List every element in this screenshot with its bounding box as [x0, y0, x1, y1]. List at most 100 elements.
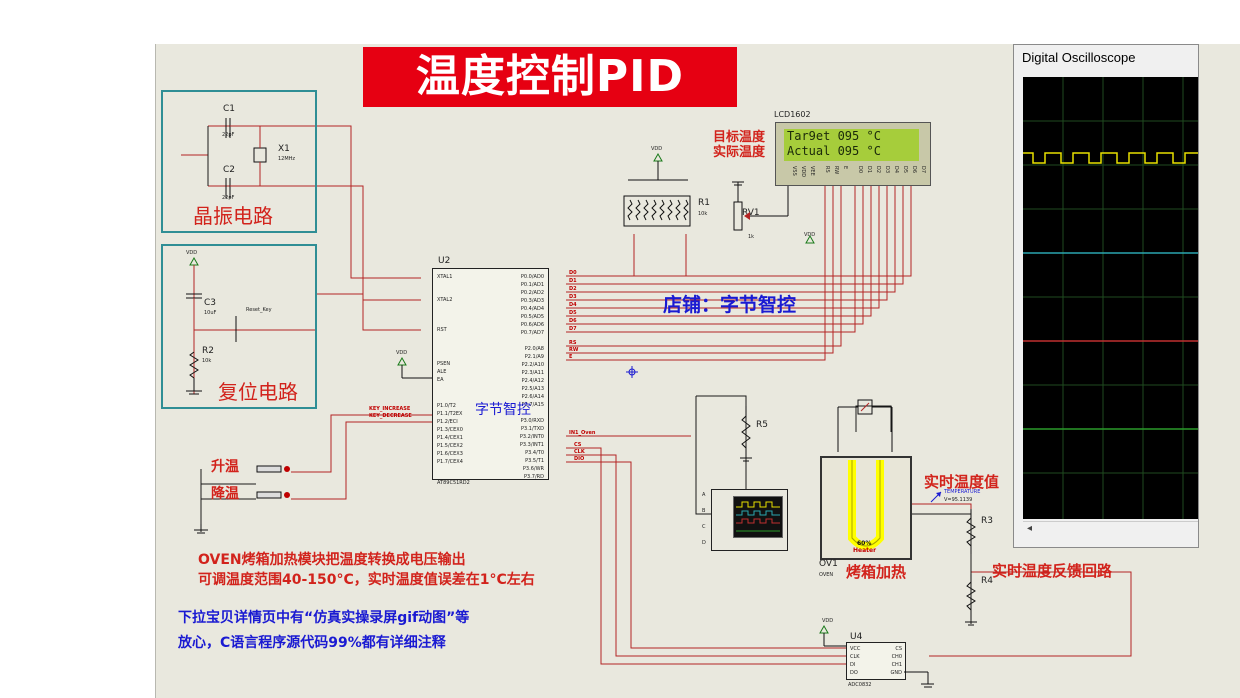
u2-pin: P1.3/CEX0	[437, 427, 463, 433]
reset-key-label: Reset_Key	[246, 307, 272, 313]
u2-pin: P2.4/A12	[521, 378, 544, 384]
u2-pin: P0.2/AD2	[520, 290, 544, 296]
vdd-rv1: VDD	[804, 232, 816, 238]
temperature-reading: V=95.1139	[944, 497, 973, 503]
u2-pin: P0.7/AD7	[520, 330, 544, 336]
c2-value: 22pF	[222, 195, 235, 201]
adc-pin: DI	[850, 662, 856, 668]
u2-pin: ALE	[437, 369, 447, 375]
oscilloscope-window[interactable]: Digital Oscilloscope ◂	[1013, 44, 1199, 548]
vdd-u4-symbol	[819, 624, 848, 647]
temperature-probe-label: TEMPERATURE	[944, 489, 981, 495]
key-decrease-button[interactable]	[256, 491, 282, 499]
key-increase-net: KEY_INCREASE	[369, 406, 411, 412]
lcd-pin: RW	[833, 166, 839, 175]
lcd-pin: RS	[824, 166, 830, 173]
u2-part: AT89C51RD2	[437, 480, 470, 486]
u2-pin: P1.0/T2	[437, 403, 456, 409]
realtime-feedback-label: 实时温度反馈回路	[992, 562, 1113, 580]
u2-pin: P0.0/AD0	[520, 274, 544, 280]
oscilloscope-title: Digital Oscilloscope	[1022, 50, 1136, 65]
ov1-part: OVEN	[819, 572, 834, 578]
u2-pin: P2.2/A10	[521, 362, 544, 368]
oscilloscope-traces	[1023, 77, 1198, 519]
reset-components	[186, 256, 237, 395]
lcd-pin: VEE	[809, 166, 815, 176]
u2-pin: RST	[437, 327, 447, 333]
u2-pin: P1.6/CEX3	[437, 451, 463, 457]
crystal-circuit-box[interactable]	[161, 90, 317, 233]
c2-ref: C2	[223, 165, 236, 175]
resistor-r5[interactable]	[738, 402, 758, 472]
adc-pin: CH1	[891, 662, 902, 668]
c1-value: 22pF	[222, 132, 235, 138]
temp-up-label: 升温	[211, 459, 239, 475]
note-line-3: 下拉宝贝详情页中有“仿真实操录屏gif动图”等	[178, 610, 470, 626]
r5-ref: R5	[756, 420, 768, 430]
vdd-r1: VDD	[651, 146, 663, 152]
adc-right-pins: CS CH0 CH1 GND	[891, 645, 902, 677]
c3-value: 10uF	[204, 310, 217, 316]
scroll-left-icon[interactable]: ◂	[1027, 523, 1033, 534]
scope-mini-screen	[733, 496, 783, 538]
u2-pin: P2.3/A11	[521, 370, 544, 376]
lcd-pin: E	[842, 166, 848, 170]
scope-pin-a: A	[702, 492, 706, 498]
key-increase-button[interactable]	[256, 465, 282, 473]
crystal-symbol	[225, 118, 267, 198]
resistors-r3-r4[interactable]	[963, 510, 983, 640]
u2-pin: P3.7/RD	[524, 474, 544, 480]
vdd-ea-symbol	[397, 356, 432, 379]
u2-pin: P1.7/CEX4	[437, 459, 463, 465]
x1-value: 12MHz	[278, 156, 296, 162]
u2-pin: P3.2/INT0	[519, 434, 544, 440]
u2-pin: P3.0/RXD	[520, 418, 544, 424]
net-label: D0	[569, 270, 577, 276]
reset-circuit-box[interactable]	[161, 244, 317, 409]
net-label: RW	[569, 347, 579, 353]
u2-left-pins: XTAL1 XTAL2 RST PSEN ALE EA P1.0/T2 P1.1…	[437, 272, 487, 465]
key-decrease-net: KEY_DECREASE	[369, 413, 412, 419]
u2-pin: P1.2/ECI	[437, 419, 458, 425]
lcd-pin: D1	[866, 166, 872, 174]
u2-pin: PSEN	[437, 361, 451, 367]
u2-pin: P1.4/CEX1	[437, 435, 463, 441]
scope-component[interactable]: A B C D	[702, 489, 788, 551]
r4-ref: R4	[981, 576, 993, 586]
u4-part: ADC0832	[848, 682, 872, 688]
u2-pin: P3.5/T1	[525, 458, 544, 464]
lcd-screen: Tar9et 095 °C Actual 095 °C	[784, 129, 919, 161]
lcd1602-display[interactable]: Tar9et 095 °C Actual 095 °C VSS VDD VEE …	[775, 122, 931, 186]
reset-circuit-label: 复位电路	[218, 380, 298, 404]
realtime-temp-value-label: 实时温度值	[924, 473, 1000, 491]
net-label: D2	[569, 286, 577, 292]
lcd-line-2: Actual 095 °C	[787, 144, 881, 158]
u2-pin: P2.5/A13	[521, 386, 544, 392]
r1-value: 10k	[698, 211, 708, 217]
adc-u4[interactable]: VCC CLK DI DO CS CH0 CH1 GND	[846, 642, 906, 680]
actual-temp-label: 实际温度	[713, 145, 766, 160]
potentiometer-rv1[interactable]	[728, 174, 828, 254]
cs-net: CS	[574, 442, 582, 448]
in1-oven-net: IN1_Oven	[569, 430, 596, 436]
u2-right-pins: P0.0/AD0 P0.1/AD1 P0.2/AD2 P0.3/AD3 P0.4…	[494, 272, 544, 480]
oscilloscope-scrollbar[interactable]: ◂	[1023, 521, 1198, 538]
crystal-circuit-label: 晶振电路	[193, 204, 273, 228]
lcd-pins: VSS VDD VEE RS RW E D0 D1 D2 D3 D4 D5 D6…	[790, 166, 926, 177]
r2-value: 10k	[202, 358, 212, 364]
resistor-pack-r1[interactable]	[622, 152, 694, 242]
key-buttons	[256, 465, 290, 499]
oscilloscope-screen[interactable]	[1023, 77, 1198, 519]
r2-ref: R2	[202, 346, 214, 356]
note-line-4: 放心，C语言程序源代码99%都有详细注释	[178, 635, 446, 651]
lcd-pin: VDD	[800, 166, 806, 178]
probe-arrow-icon	[930, 491, 942, 503]
lcd-pin: D7	[920, 166, 926, 174]
vdd-ea: VDD	[396, 350, 408, 356]
oven-ov1[interactable]: 60% Heater	[820, 456, 912, 560]
u2-pin: P2.0/A8	[524, 346, 544, 352]
adc-pin: CS	[895, 646, 902, 652]
ov1-ref: OV1	[819, 559, 838, 569]
mcu-u2[interactable]: XTAL1 XTAL2 RST PSEN ALE EA P1.0/T2 P1.1…	[432, 268, 549, 480]
adc-pin: CH0	[891, 654, 902, 660]
